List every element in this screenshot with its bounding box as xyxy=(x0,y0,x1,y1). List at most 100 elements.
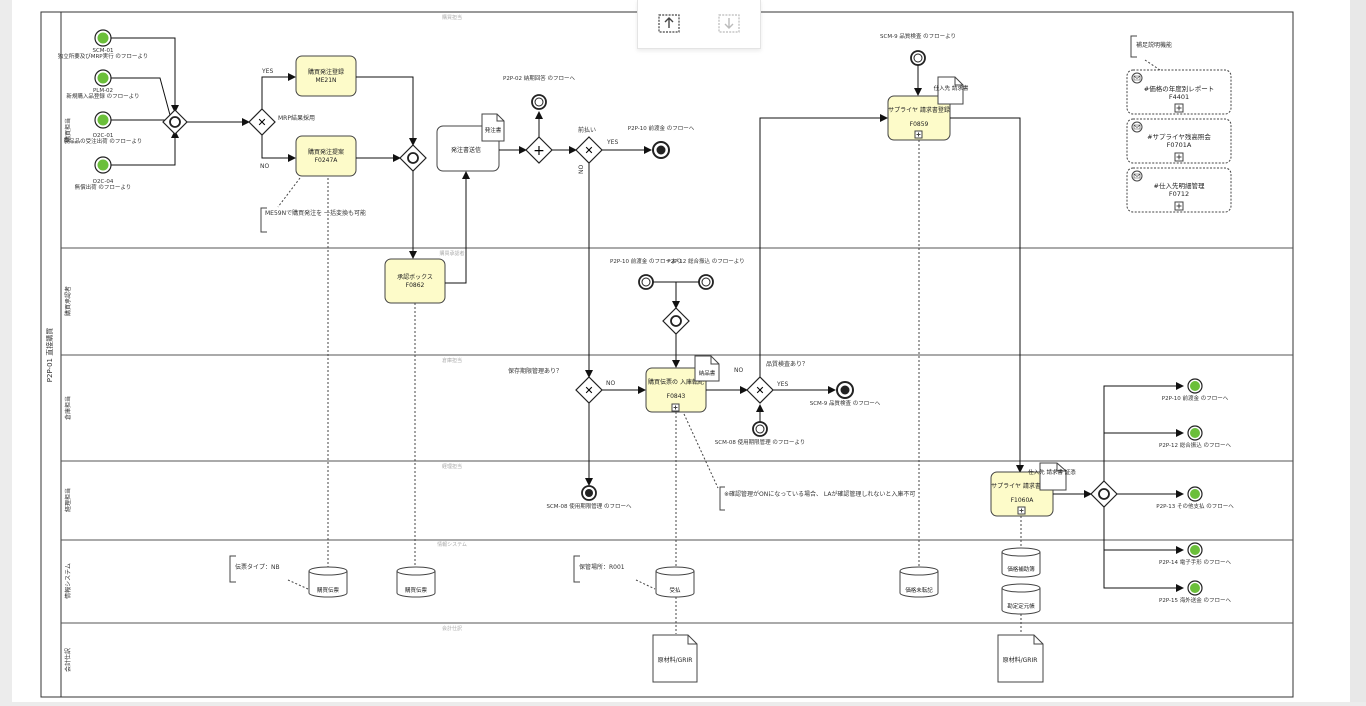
diagram-canvas: P2P-01 直接購買 購買担当 購買承認者 倉庫担当 経理担当 情報システム … xyxy=(12,0,1350,702)
end-event-p2p15-label: P2P-15 海外送金 のフローへ xyxy=(1159,596,1231,604)
bpmn-diagram: P2P-01 直接購買 購買担当 購買承認者 倉庫担当 経理担当 情報システム … xyxy=(40,11,1294,698)
end-event-p2p10-label: P2P-10 前渡金 のフローへ xyxy=(1162,394,1229,402)
note-lot: ※確認管理がONになっている場合、 LAが確認管理しれないと入庫不可 xyxy=(683,413,915,511)
svg-text:※確認管理がONになっている場合、 LAが確認管理しれないと: ※確認管理がONになっている場合、 LAが確認管理しれないと入庫不可 xyxy=(724,490,915,498)
event-scm08b-label: SCM-08 使用期限管理 のフローより xyxy=(715,438,805,446)
svg-text:仕入先 請求書: 仕入先 請求書 xyxy=(934,84,969,92)
lane-label-accounting: 経理担当 xyxy=(64,488,72,512)
svg-text:✕: ✕ xyxy=(257,116,266,129)
download-icon[interactable] xyxy=(716,10,742,36)
svg-text:原材料/GRIR: 原材料/GRIR xyxy=(658,656,693,664)
gateway-inspection: ✕ xyxy=(575,376,603,404)
svg-text:発注書送信: 発注書送信 xyxy=(451,146,481,154)
end-event-p2p15[interactable] xyxy=(1187,580,1203,596)
end-event-p2p12-label: P2P-12 総合振込 のフローへ xyxy=(1159,441,1231,449)
journal-doc-2: 原材料/GRIR xyxy=(997,634,1044,683)
svg-text:購買伝票: 購買伝票 xyxy=(317,586,340,594)
gateway-prepay: ✕ xyxy=(575,136,603,164)
event-scm9b[interactable] xyxy=(836,381,854,399)
start-event-o2c01[interactable] xyxy=(94,111,112,129)
end-event-p2p10[interactable] xyxy=(1187,378,1203,394)
end-event-p2p14-label: P2P-14 電子手形 のフローへ xyxy=(1159,558,1231,566)
gateway-split-payment xyxy=(1090,480,1118,508)
lane-header-accounting: 経理担当 xyxy=(442,463,462,470)
start-event-o2c04[interactable] xyxy=(94,156,112,174)
event-scm9a-label: SCM-9 品質検査 のフローより xyxy=(880,32,956,40)
event-scm08b[interactable] xyxy=(752,421,768,437)
upload-icon[interactable] xyxy=(656,10,682,36)
no-label-1: NO xyxy=(260,163,269,170)
note-me59n: ME59Nで購買発注を 一括変換も可能 xyxy=(260,177,366,233)
end-event-p2p13-label: P2P-13 その他支払 のフローへ xyxy=(1156,502,1234,510)
event-scm08a[interactable] xyxy=(581,485,597,501)
quality-q-label: 品質検査あり？ xyxy=(766,360,808,368)
end-event-p2p12[interactable] xyxy=(1187,425,1203,441)
lane-header-journal: 会計仕訳 xyxy=(442,625,462,632)
no-label-2: NO xyxy=(578,165,585,174)
svg-text:勘定定元帳: 勘定定元帳 xyxy=(1007,602,1035,610)
note-storage: 保管場所：R001 xyxy=(573,555,656,590)
event-p2p12[interactable] xyxy=(698,274,714,290)
svg-text:補足説明機能: 補足説明機能 xyxy=(1136,41,1172,49)
event-p2p10b[interactable] xyxy=(638,274,654,290)
end-event-p2p14[interactable] xyxy=(1187,542,1203,558)
svg-text:原材料/GRIR: 原材料/GRIR xyxy=(1003,656,1038,664)
doc-po: 発注書 xyxy=(481,113,505,142)
datastore-purchase-doc-2: 購買伝票 xyxy=(396,566,436,598)
svg-text:伝票タイプ：NB: 伝票タイプ：NB xyxy=(235,563,280,571)
doc-invoice-2: 仕入先 請求書 証憑 xyxy=(1028,462,1076,491)
event-scm9a[interactable] xyxy=(910,50,926,66)
svg-text:受払: 受払 xyxy=(669,586,681,594)
svg-text:保管場所：R001: 保管場所：R001 xyxy=(579,563,625,571)
svg-text:納品書: 納品書 xyxy=(699,369,716,377)
lane-label-system: 情報システム xyxy=(64,563,72,599)
datastore-purchase-doc-1: 購買伝票 xyxy=(308,566,348,598)
export-toolbar xyxy=(637,0,761,49)
svg-text:+: + xyxy=(533,143,545,159)
datastore-account: 価格補助簿 xyxy=(1001,547,1041,578)
gateway-quality: ✕ xyxy=(746,376,774,404)
note-supplement: 補足説明機能 xyxy=(1130,35,1172,71)
lane-label-warehouse: 倉庫担当 xyxy=(64,396,72,420)
lane-header-buyer: 購買担当 xyxy=(442,14,462,21)
svg-text:発注書: 発注書 xyxy=(485,126,502,134)
no-label-4: NO xyxy=(734,367,743,374)
lane-header-warehouse: 倉庫担当 xyxy=(442,357,462,364)
datastore-tax: 価格未転記 xyxy=(899,566,939,598)
start-event-scm01[interactable] xyxy=(94,29,112,47)
gateway-merge-prepay xyxy=(662,307,690,335)
mrp-label: MRP結果採用 xyxy=(278,114,315,122)
event-p2p12-label: P2P-12 総合振込 のフローより xyxy=(667,257,744,265)
scroll-gutter xyxy=(1350,0,1366,702)
start-event-plm02[interactable] xyxy=(94,69,112,87)
doc-delivery: 納品書 xyxy=(694,355,720,382)
journal-doc-1: 原材料/GRIR xyxy=(652,634,698,683)
end-event-p2p13[interactable] xyxy=(1187,486,1203,502)
event-p2p02-label: P2P-02 納期回答 のフローへ xyxy=(503,74,575,82)
gateway-merge-po xyxy=(399,144,427,172)
gateway-merge-start xyxy=(162,109,188,135)
datastore-settled: 勘定定元帳 xyxy=(1001,583,1041,615)
event-scm08a-label: SCM-08 使用期限管理 のフローへ xyxy=(546,502,632,510)
event-p2p10a[interactable] xyxy=(652,141,670,159)
gateway-mrp: ✕ xyxy=(248,108,276,136)
datastore-stock: 受払 xyxy=(655,566,695,598)
event-p2p02[interactable] xyxy=(531,94,547,110)
